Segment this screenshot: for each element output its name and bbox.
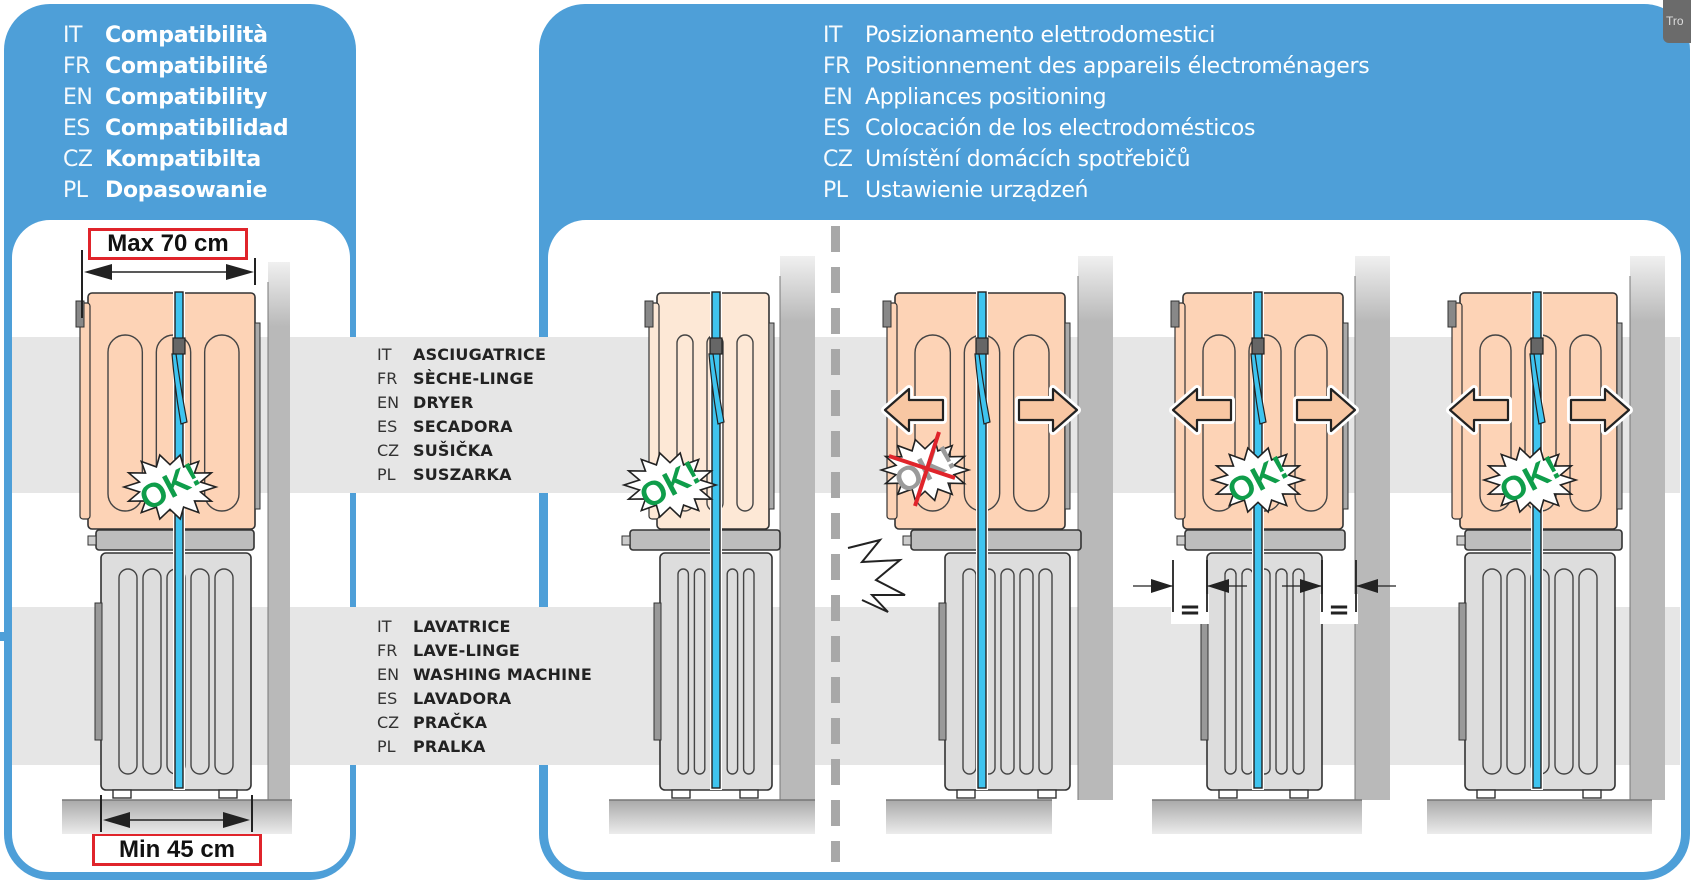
title-text: Kompatibilta bbox=[105, 147, 261, 172]
dryer-label: SÈCHE-LINGE bbox=[413, 369, 534, 388]
washer-labels: IT LAVATRICE FR LAVE-LINGE EN WASHING MACHI… bbox=[377, 615, 592, 759]
washer-label: PRALKA bbox=[413, 737, 486, 756]
title-text: Compatibilité bbox=[105, 54, 268, 79]
lang-code: IT bbox=[377, 617, 392, 636]
positioning-title: IT Posizionamento elettrodomestici FR Posi… bbox=[823, 20, 1370, 206]
overlay-tab-label: Tro bbox=[1666, 14, 1684, 28]
title-text: Compatibilidad bbox=[105, 116, 289, 141]
washer-label: LAVE-LINGE bbox=[413, 641, 521, 660]
title-text: Compatibility bbox=[105, 85, 268, 110]
washer-band bbox=[12, 607, 1680, 765]
title-text: Ustawienie urządzeń bbox=[865, 178, 1089, 203]
lang-code: CZ bbox=[377, 713, 400, 732]
lang-code: ES bbox=[63, 116, 90, 141]
lang-code: FR bbox=[823, 54, 850, 79]
dryer-band bbox=[12, 337, 1680, 493]
dryer-label: DRYER bbox=[413, 393, 474, 412]
lang-code: CZ bbox=[823, 147, 853, 172]
lang-code: IT bbox=[377, 345, 392, 364]
lang-code: PL bbox=[377, 737, 396, 756]
max-width-label: Max 70 cm bbox=[88, 228, 248, 260]
lang-code: CZ bbox=[63, 147, 93, 172]
lang-code: PL bbox=[63, 178, 88, 203]
lang-code: IT bbox=[63, 23, 82, 48]
lang-code: EN bbox=[823, 85, 853, 110]
lang-code: PL bbox=[823, 178, 848, 203]
lang-code: ES bbox=[377, 689, 398, 708]
dryer-label: SUSZARKA bbox=[413, 465, 512, 484]
lang-code: IT bbox=[823, 23, 842, 48]
dryer-label: ASCIUGATRICE bbox=[413, 345, 547, 364]
positioning-canvas bbox=[548, 220, 1681, 872]
lang-code: ES bbox=[823, 116, 850, 141]
lang-code: PL bbox=[377, 465, 396, 484]
lang-code: FR bbox=[377, 369, 398, 388]
frame-tick bbox=[0, 632, 5, 641]
overlay-tab[interactable]: Tro bbox=[1663, 0, 1691, 43]
lang-code: EN bbox=[377, 665, 400, 684]
scenario-separator bbox=[831, 226, 840, 862]
dryer-labels: IT ASCIUGATRICE FR SÈCHE-LINGE EN DRYER ES S… bbox=[377, 343, 546, 487]
lang-code: CZ bbox=[377, 441, 400, 460]
title-text: Positionnement des appareils électroména… bbox=[865, 54, 1370, 79]
lang-code: EN bbox=[377, 393, 400, 412]
title-text: Colocación de los electrodomésticos bbox=[865, 116, 1256, 141]
lang-code: ES bbox=[377, 417, 398, 436]
washer-label: LAVADORA bbox=[413, 689, 512, 708]
title-text: Posizionamento elettrodomestici bbox=[865, 23, 1216, 48]
title-text: Dopasowanie bbox=[105, 178, 268, 203]
compatibility-canvas bbox=[12, 220, 350, 872]
title-text: Compatibilità bbox=[105, 23, 268, 48]
dryer-label: SUŠIČKA bbox=[413, 441, 493, 460]
washer-label: PRAČKA bbox=[413, 713, 488, 732]
compatibility-title: IT Compatibilità FR Compatibilité EN Compat… bbox=[63, 20, 289, 206]
washer-label: LAVATRICE bbox=[413, 617, 511, 636]
lang-code: FR bbox=[63, 54, 90, 79]
min-width-label: Min 45 cm bbox=[92, 833, 262, 866]
title-text: Umístění domácích spotřebičů bbox=[865, 147, 1191, 172]
title-text: Appliances positioning bbox=[865, 85, 1107, 110]
dryer-label: SECADORA bbox=[413, 417, 513, 436]
lang-code: EN bbox=[63, 85, 93, 110]
lang-code: FR bbox=[377, 641, 398, 660]
washer-label: WASHING MACHINE bbox=[413, 665, 592, 684]
